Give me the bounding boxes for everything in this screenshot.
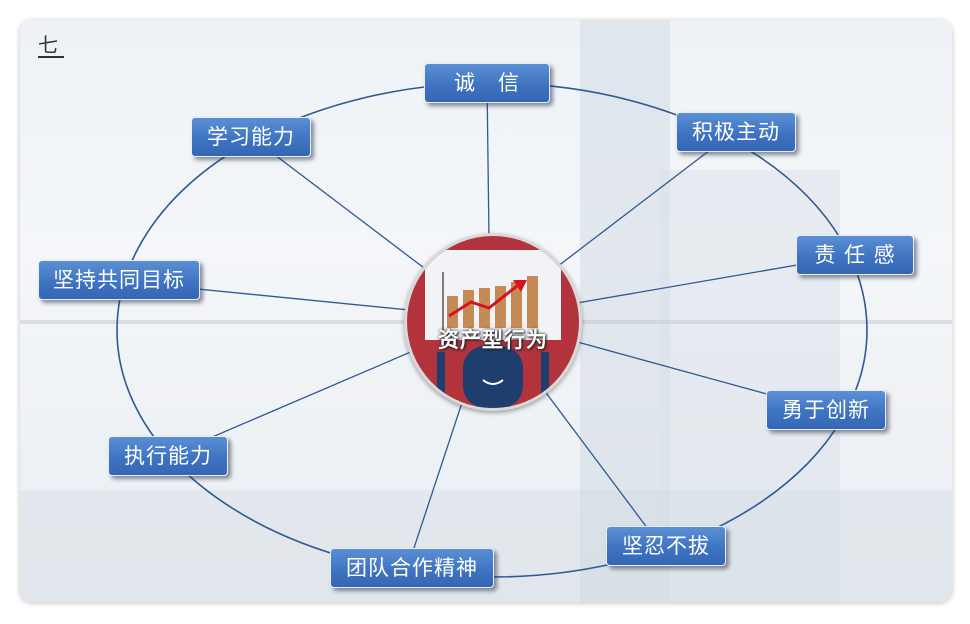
background-panel — [580, 20, 670, 602]
node-responsibility: 责 任 感 — [796, 235, 914, 275]
node-common-goal: 坚持共同目标 — [38, 260, 200, 300]
node-proactive: 积极主动 — [676, 112, 796, 152]
center-hub: 资产型行为 — [404, 233, 582, 411]
node-perseverance: 坚忍不拔 — [606, 526, 726, 566]
node-execution: 执行能力 — [108, 436, 228, 476]
node-integrity: 诚 信 — [424, 63, 550, 103]
center-label: 资产型行为 — [438, 328, 548, 352]
corner-text: 七 — [38, 34, 64, 58]
node-teamwork: 团队合作精神 — [330, 548, 494, 588]
growth-chart-icon — [425, 250, 561, 408]
node-innovation: 勇于创新 — [766, 390, 886, 430]
node-learning: 学习能力 — [191, 117, 311, 157]
